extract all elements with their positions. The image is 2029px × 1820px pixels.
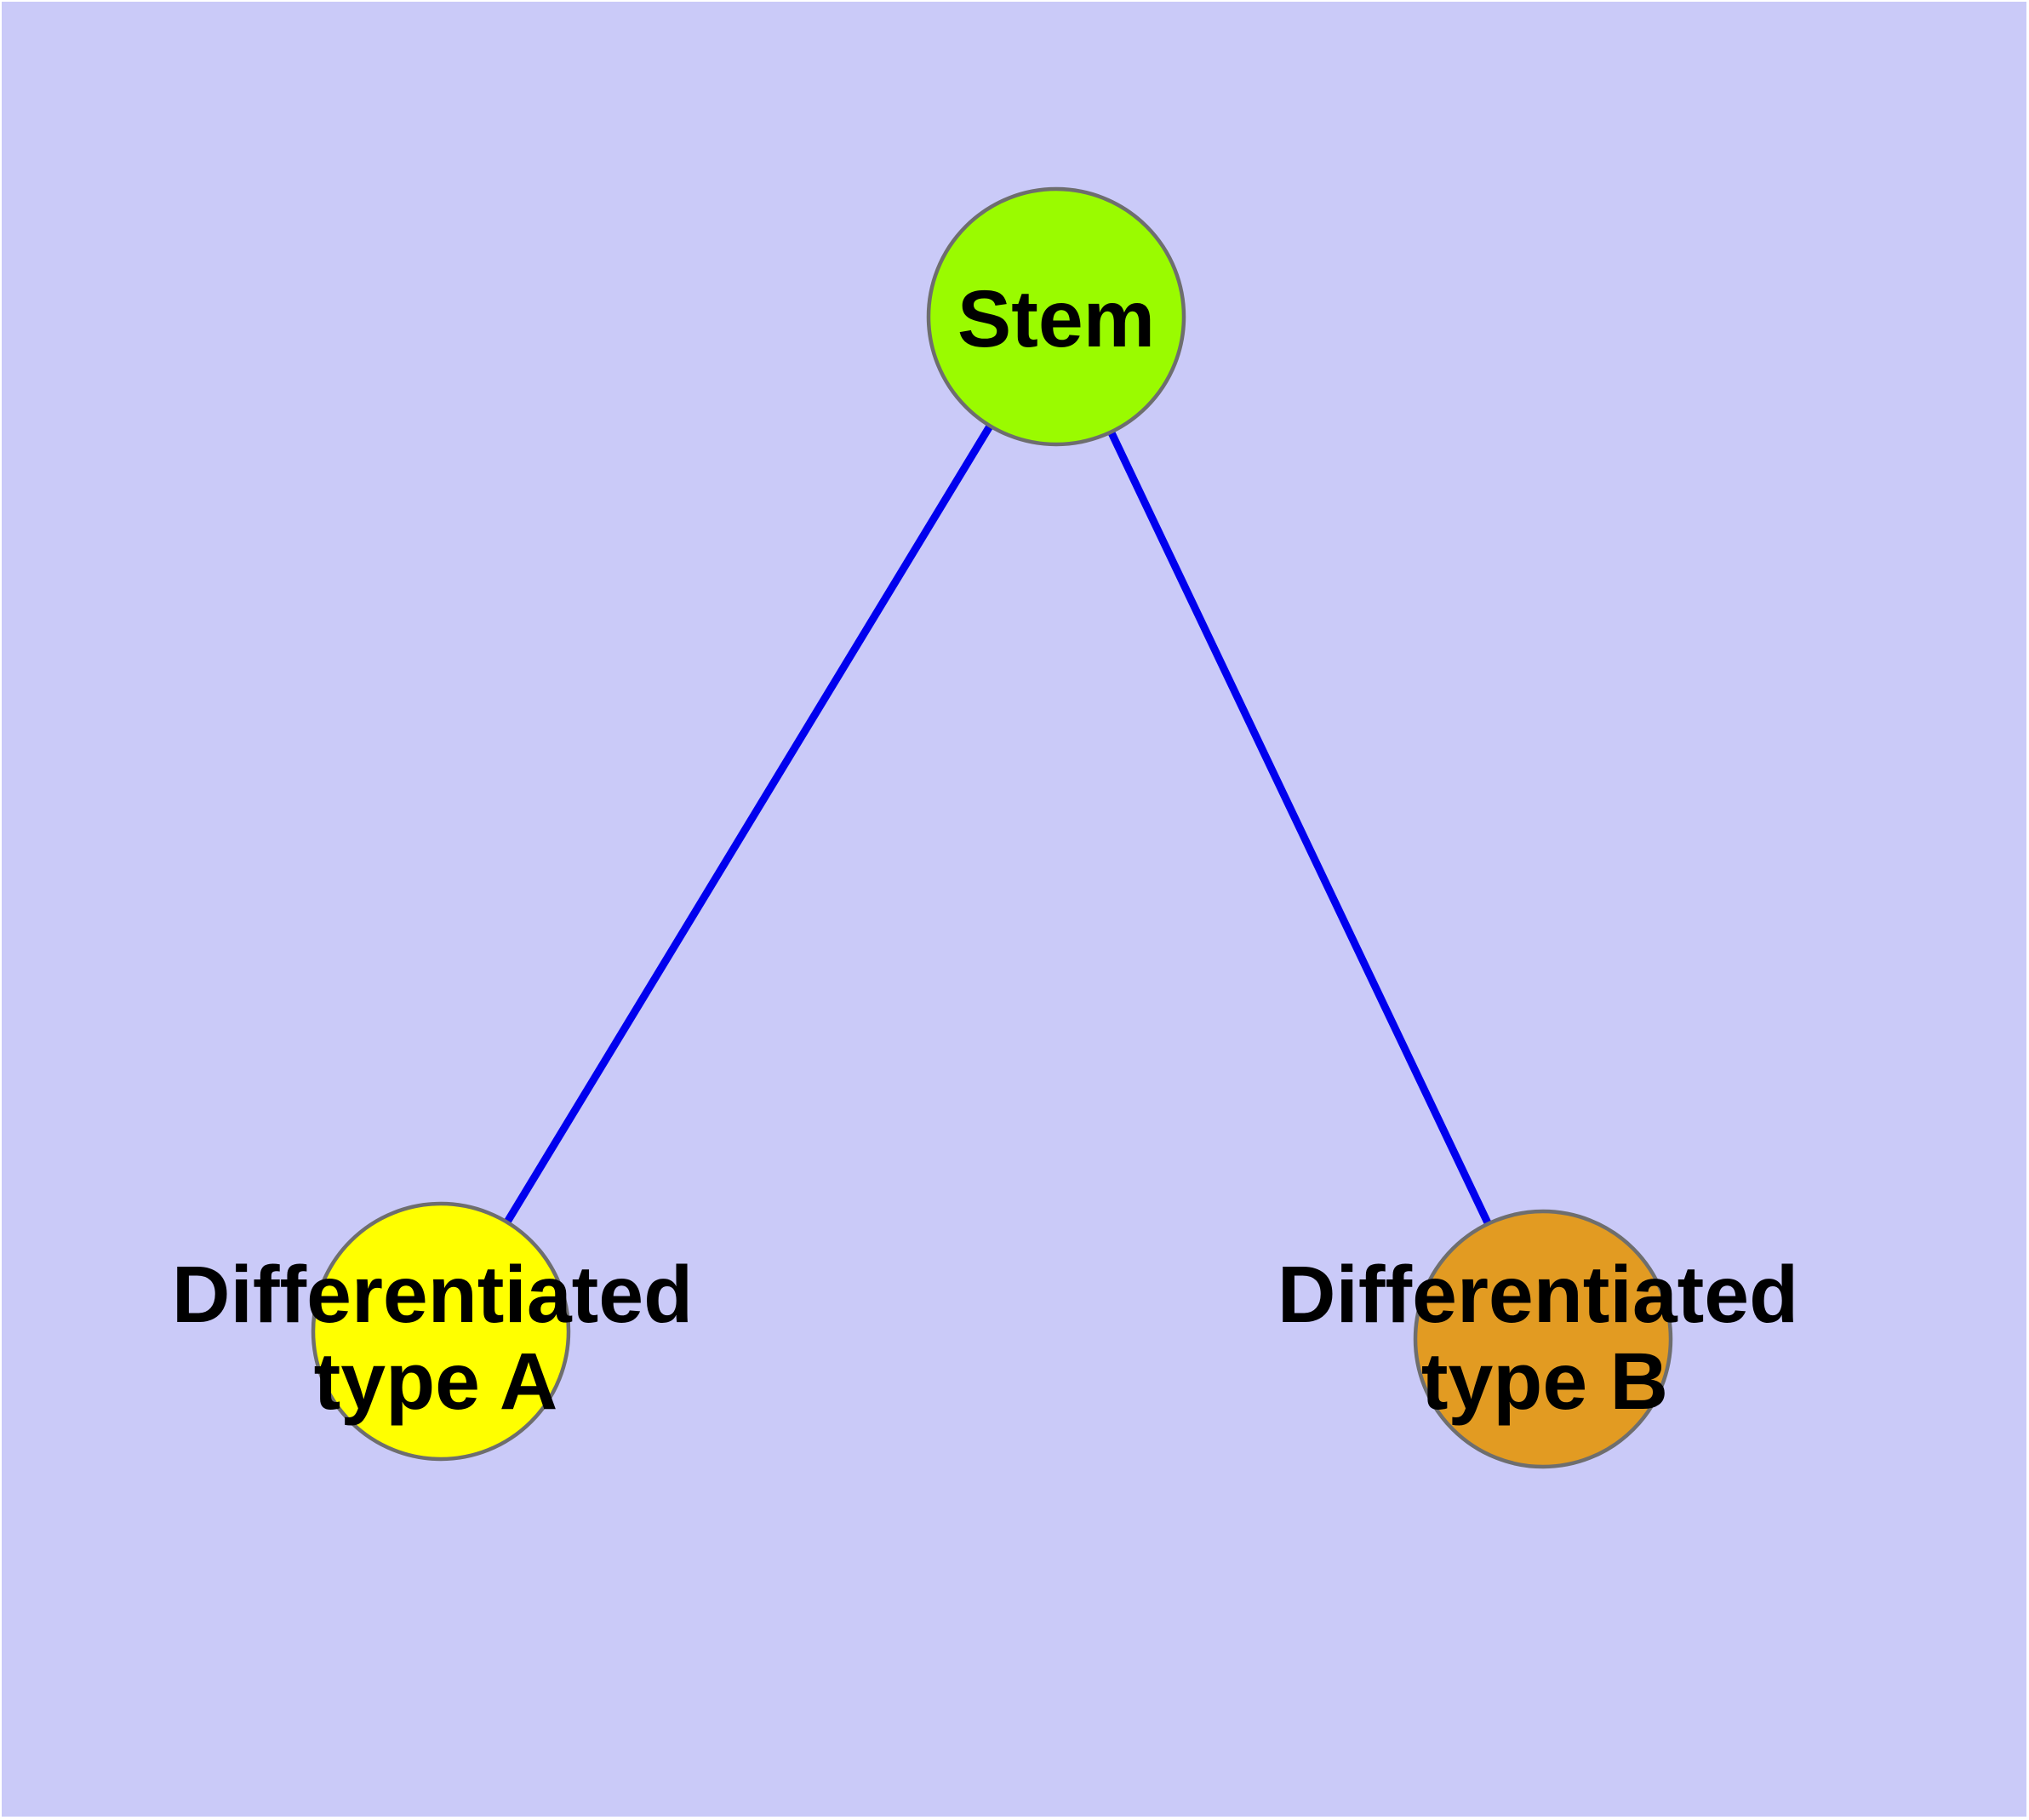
node-stem-label: Stem — [957, 274, 1155, 364]
node-type-a-circle — [311, 1201, 571, 1462]
node-type-a-label-line1: Differentiated — [172, 1250, 693, 1340]
node-type-b-label-line1: Differentiated — [1277, 1250, 1798, 1340]
edge-stem-to-type-b — [1052, 312, 1547, 1343]
node-stem-circle — [926, 186, 1186, 447]
node-type-b-circle — [1413, 1209, 1673, 1469]
edge-stem-to-type-a — [437, 312, 1060, 1336]
node-type-b-label-line2: type B — [1421, 1336, 1668, 1427]
node-type-a-label-line2: type A — [314, 1336, 558, 1427]
